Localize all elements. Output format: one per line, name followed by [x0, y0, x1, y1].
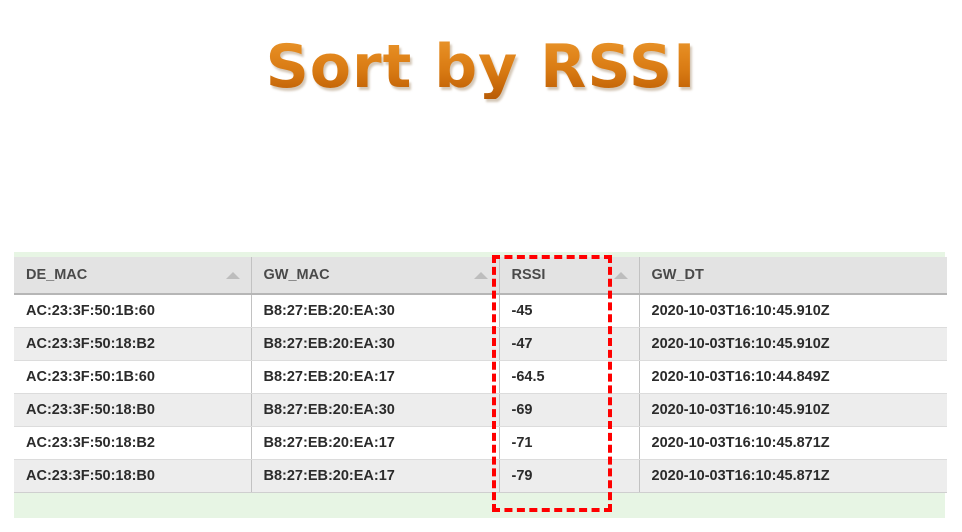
- table-row[interactable]: AC:23:3F:50:18:B2 B8:27:EB:20:EA:30 -47 …: [14, 327, 947, 361]
- column-header-de-mac[interactable]: DE_MAC: [14, 257, 252, 295]
- table-body: AC:23:3F:50:1B:60 B8:27:EB:20:EA:30 -45 …: [14, 294, 947, 493]
- column-header-rssi[interactable]: RSSI: [499, 257, 640, 295]
- page-title: Sort by RSSI: [0, 36, 962, 99]
- column-header-label: GW_MAC: [263, 266, 330, 283]
- column-header-gw-mac[interactable]: GW_MAC: [251, 257, 500, 295]
- cell-gw-dt: 2020-10-03T16:10:45.910Z: [639, 294, 947, 328]
- rssi-table: DE_MAC GW_MAC RSSI GW_DT AC:23:3F:50:1B:…: [14, 257, 947, 493]
- cell-gw-dt: 2020-10-03T16:10:45.910Z: [639, 327, 947, 361]
- table-row[interactable]: AC:23:3F:50:1B:60 B8:27:EB:20:EA:30 -45 …: [14, 294, 947, 328]
- column-header-label: GW_DT: [651, 266, 704, 283]
- cell-gw-mac: B8:27:EB:20:EA:17: [251, 360, 500, 394]
- cell-rssi: -64.5: [499, 360, 640, 394]
- cell-rssi: -79: [499, 459, 640, 493]
- cell-de-mac: AC:23:3F:50:1B:60: [14, 360, 252, 394]
- cell-gw-mac: B8:27:EB:20:EA:17: [251, 426, 500, 460]
- cell-rssi: -71: [499, 426, 640, 460]
- cell-gw-mac: B8:27:EB:20:EA:30: [251, 294, 500, 328]
- cell-rssi: -47: [499, 327, 640, 361]
- table-row[interactable]: AC:23:3F:50:1B:60 B8:27:EB:20:EA:17 -64.…: [14, 360, 947, 394]
- table-header-row: DE_MAC GW_MAC RSSI GW_DT: [14, 257, 947, 295]
- cell-gw-dt: 2020-10-03T16:10:44.849Z: [639, 360, 947, 394]
- sort-ascending-triangle-icon[interactable]: [613, 272, 628, 279]
- table-row[interactable]: AC:23:3F:50:18:B0 B8:27:EB:20:EA:17 -79 …: [14, 459, 947, 493]
- column-header-label: RSSI: [511, 266, 546, 283]
- cell-gw-dt: 2020-10-03T16:10:45.910Z: [639, 393, 947, 427]
- cell-rssi: -45: [499, 294, 640, 328]
- sort-ascending-triangle-icon[interactable]: [225, 272, 240, 279]
- cell-de-mac: AC:23:3F:50:18:B0: [14, 459, 252, 493]
- cell-gw-mac: B8:27:EB:20:EA:30: [251, 393, 500, 427]
- column-header-label: DE_MAC: [26, 266, 88, 283]
- sort-ascending-triangle-icon[interactable]: [473, 272, 488, 279]
- cell-rssi: -69: [499, 393, 640, 427]
- cell-gw-dt: 2020-10-03T16:10:45.871Z: [639, 426, 947, 460]
- cell-gw-mac: B8:27:EB:20:EA:17: [251, 459, 500, 493]
- cell-de-mac: AC:23:3F:50:18:B2: [14, 426, 252, 460]
- table-row[interactable]: AC:23:3F:50:18:B2 B8:27:EB:20:EA:17 -71 …: [14, 426, 947, 460]
- cell-gw-mac: B8:27:EB:20:EA:30: [251, 327, 500, 361]
- column-header-gw-dt[interactable]: GW_DT: [639, 257, 947, 295]
- cell-de-mac: AC:23:3F:50:18:B2: [14, 327, 252, 361]
- cell-de-mac: AC:23:3F:50:18:B0: [14, 393, 252, 427]
- cell-gw-dt: 2020-10-03T16:10:45.871Z: [639, 459, 947, 493]
- table-row[interactable]: AC:23:3F:50:18:B0 B8:27:EB:20:EA:30 -69 …: [14, 393, 947, 427]
- cell-de-mac: AC:23:3F:50:1B:60: [14, 294, 252, 328]
